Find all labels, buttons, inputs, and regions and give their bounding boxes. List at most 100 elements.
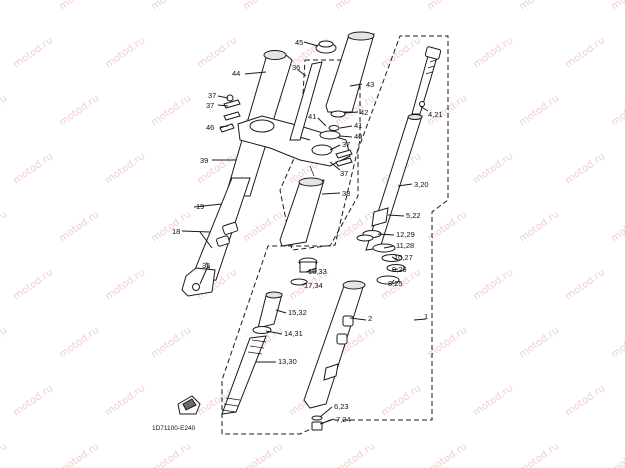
watermark-text: motod.ru	[563, 151, 607, 186]
watermark-text: motod.ru	[0, 325, 9, 360]
fork-spring	[221, 335, 267, 415]
pinch-bolt	[223, 111, 241, 121]
watermark-text: motod.ru	[609, 325, 625, 360]
label-14-31: 14,31	[284, 329, 303, 338]
watermark-text: motod.ru	[563, 267, 607, 302]
brake-boss	[216, 235, 230, 247]
watermark-text: motod.ru	[471, 383, 515, 418]
front-arrow-icon	[177, 395, 201, 415]
watermark-text: motod.ru	[11, 383, 55, 418]
label-4-21: 4,21	[428, 110, 443, 119]
watermark-text: motod.ru	[57, 325, 101, 360]
rod-port	[419, 101, 425, 107]
label-38: 38	[342, 189, 350, 198]
label-7-24: 7,24	[336, 415, 351, 424]
watermark-text: motod.ru	[11, 35, 55, 70]
watermark-text: motod.ru	[333, 441, 377, 468]
watermark-text: motod.ru	[0, 441, 9, 468]
label-41-b: 41	[354, 121, 362, 130]
watermark-text: motod.ru	[103, 151, 147, 186]
label-18: 18	[172, 227, 180, 236]
watermark-text: motod.ru	[609, 0, 625, 12]
label-2: 2	[368, 314, 372, 323]
outer-fork-group-outline	[221, 35, 449, 435]
nut	[328, 125, 340, 131]
washer	[330, 110, 346, 118]
watermark-text: motod.ru	[517, 93, 561, 128]
watermark-text: motod.ru	[57, 441, 101, 468]
label-19: 19	[196, 202, 204, 211]
spacer-top	[265, 291, 283, 299]
watermark-text: motod.ru	[517, 441, 561, 468]
watermark-text: motod.ru	[563, 35, 607, 70]
spring-seat	[252, 326, 272, 334]
cover-clip	[309, 165, 315, 177]
label-37-d: 37	[340, 169, 348, 178]
label-44: 44	[232, 69, 240, 78]
brake-boss	[222, 222, 239, 235]
piston-ring	[371, 207, 389, 227]
watermark-text: motod.ru	[149, 441, 193, 468]
watermark-text: motod.ru	[0, 0, 9, 12]
drain-bolt	[311, 421, 323, 431]
cover-top	[347, 31, 375, 41]
label-1: 1	[424, 312, 428, 321]
watermark-text: motod.ru	[57, 93, 101, 128]
lower-cover-assembly	[279, 165, 325, 247]
label-9-26: 9,26	[392, 265, 407, 274]
steering-stem	[289, 61, 323, 141]
label-16-33: 16,33	[308, 267, 327, 276]
watermark-text: motod.ru	[517, 325, 561, 360]
watermark-text: motod.ru	[103, 35, 147, 70]
label-17-34: 17,34	[304, 281, 323, 290]
watermark-text: motod.ru	[379, 383, 423, 418]
watermark-text: motod.ru	[471, 267, 515, 302]
watermark-text: motod.ru	[609, 209, 625, 244]
clamp-hole	[249, 119, 275, 133]
watermark-text: motod.ru	[517, 209, 561, 244]
outer-lug	[336, 333, 348, 345]
pinch-bolt	[219, 123, 235, 133]
label-46: 46	[206, 123, 214, 132]
upper-bracket-assembly	[219, 61, 353, 167]
circlip	[356, 234, 374, 242]
label-6-23: 6,23	[334, 402, 349, 411]
label-15-32: 15,32	[288, 308, 307, 317]
watermark-text: motod.ru	[241, 0, 285, 12]
watermark-text: motod.ru	[103, 383, 147, 418]
label-37-b: 37	[206, 101, 214, 110]
pinch-bolt	[335, 149, 353, 159]
watermark-text: motod.ru	[609, 441, 625, 468]
watermark-text: motod.ru	[195, 35, 239, 70]
label-5-22: 5,22	[406, 211, 421, 220]
watermark-text: motod.ru	[57, 0, 101, 12]
pinch-bolt	[223, 99, 241, 109]
cap-bolt-body	[299, 261, 317, 273]
pinch-bolt	[335, 157, 353, 167]
label-41-a: 41	[308, 112, 316, 121]
watermark-text: motod.ru	[471, 35, 515, 70]
leader-lines	[181, 41, 429, 425]
lower-fork-cover	[279, 179, 325, 247]
watermark-text: motod.ru	[425, 0, 469, 12]
axle-hole	[192, 283, 200, 291]
outer-tube-top	[342, 280, 366, 290]
watermark-text: motod.ru	[563, 383, 607, 418]
watermark-text: motod.ru	[149, 93, 193, 128]
washer	[386, 264, 406, 272]
washer	[319, 130, 341, 140]
clamp-hole	[311, 144, 333, 156]
lower-cover-top	[298, 177, 324, 187]
diagram-code: 1D71100-E240	[152, 425, 196, 432]
fork-cover-assembly	[315, 31, 375, 140]
label-35: 35	[202, 261, 210, 270]
o-ring	[290, 278, 308, 286]
label-36: 36	[292, 63, 300, 72]
label-39: 39	[200, 156, 208, 165]
axle-bracket	[181, 267, 216, 297]
watermark-text: motod.ru	[609, 93, 625, 128]
bushing	[376, 275, 400, 285]
label-37-c: 37	[342, 140, 350, 149]
watermark-text: motod.ru	[517, 0, 561, 12]
